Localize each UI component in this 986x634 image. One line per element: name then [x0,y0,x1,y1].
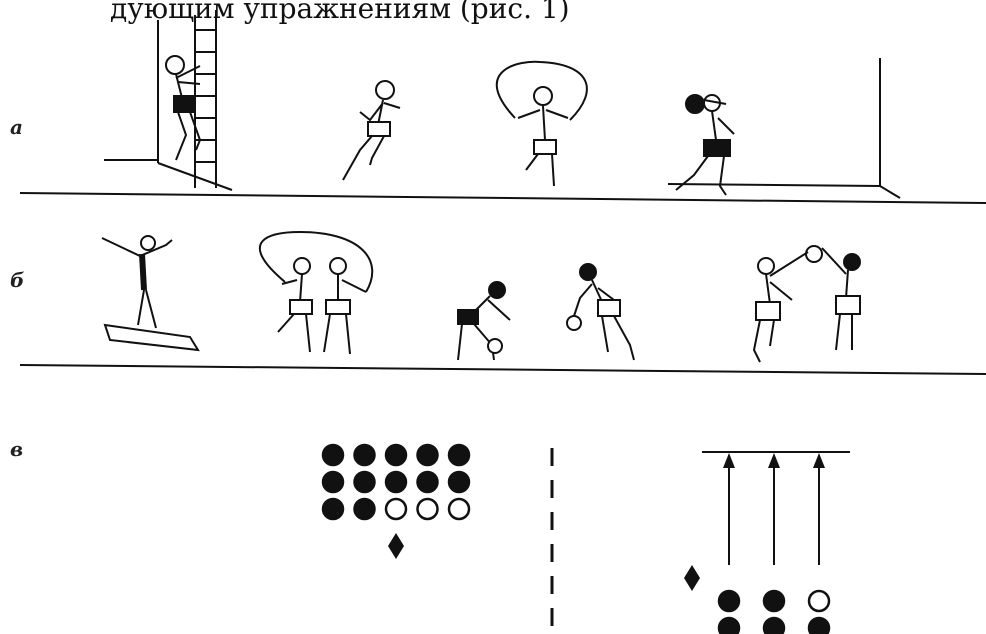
row-v-group [323,445,850,634]
player-filled-marker [323,472,343,492]
player-filled-marker [323,499,343,519]
runner-figure [343,81,400,180]
player-filled-marker [418,472,438,492]
player-filled-marker [418,445,438,465]
player-filled-marker [719,591,739,611]
balance-beam-gymnast [102,236,198,350]
direction-arrowhead [723,453,735,468]
player-open-marker [418,499,438,519]
player-filled-marker [764,591,784,611]
formation-leader-marker [388,533,404,559]
floor-line-a [20,193,986,203]
direction-arrowhead [813,453,825,468]
wall-corner [668,58,900,198]
wall-ladder [104,10,232,190]
player-open-marker [809,591,829,611]
player-open-marker [449,499,469,519]
direction-arrows [723,453,825,565]
ball-thrower-figure [676,95,734,195]
player-filled-marker [809,618,829,634]
player-filled-marker [449,472,469,492]
player-filled-marker [355,472,375,492]
direction-arrowhead [768,453,780,468]
row-a-group [20,10,986,203]
player-filled-marker [719,618,739,634]
dribbler-left [458,282,510,360]
player-open-marker [386,499,406,519]
player-filled-marker [386,445,406,465]
jump-ball-pair [754,246,860,362]
column-leader-marker [684,565,700,591]
player-filled-marker [386,472,406,492]
formation-grid [323,445,469,519]
rope-jumper-figure [497,62,587,186]
pair-rope-jumpers [260,232,372,354]
player-filled-marker [355,445,375,465]
row-b-group [20,232,986,374]
player-filled-marker [449,445,469,465]
player-filled-marker [355,499,375,519]
player-filled-marker [323,445,343,465]
player-filled-marker [764,618,784,634]
floor-line-b [20,365,986,374]
dribbler-right [567,264,634,360]
column-formation [719,591,829,634]
